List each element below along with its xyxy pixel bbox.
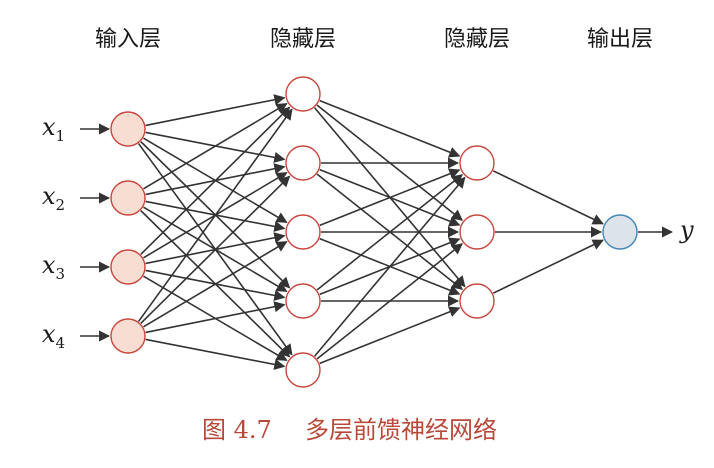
figure-caption: 图 4.7 多层前馈神经网络 (202, 416, 497, 444)
input-neuron-l1-n4 (110, 318, 146, 354)
layer-label-hidden-2: 隐藏层 (444, 27, 510, 52)
input-neuron-l1-n1 (110, 111, 146, 147)
input-label-x3: x3 (42, 251, 65, 283)
layer-label-hidden-1: 隐藏层 (270, 27, 336, 52)
input-label-x4: x4 (42, 320, 65, 352)
connection-l1-n4-to-n5 (145, 338, 286, 370)
input-label-x2: x2 (42, 182, 65, 214)
layer-label-output: 输出层 (587, 27, 653, 52)
hidden-neuron-l2-n2 (285, 145, 321, 181)
connections (80, 94, 674, 370)
hidden-neuron-l2-n3 (285, 214, 321, 250)
connection-l1-n4-to-n1 (137, 108, 293, 322)
caption-number: 图 4.7 (202, 416, 272, 444)
connection-l2-n5-to-n2 (316, 243, 463, 360)
output-label-y: y (679, 216, 694, 244)
hidden-neuron-l3-n3 (459, 283, 495, 319)
hidden-neuron-l2-n4 (285, 283, 321, 319)
connection-l1-n4-to-n4 (145, 301, 286, 334)
neurons (110, 76, 638, 388)
hidden-neuron-l2-n5 (285, 352, 321, 388)
connection-l1-n2-to-n1 (143, 103, 288, 190)
input-neuron-l1-n2 (110, 180, 146, 216)
layer-label-input: 输入层 (95, 27, 161, 52)
connection-l1-n4-to-n3 (143, 241, 288, 328)
hidden-neuron-l3-n1 (459, 145, 495, 181)
hidden-neuron-l3-n2 (459, 214, 495, 250)
connection-l2-n3-to-n1 (319, 168, 461, 227)
connection-l1-n3-to-n1 (140, 106, 291, 255)
connection-l2-n5-to-n3 (319, 306, 461, 365)
caption-text: 多层前馈神经网络 (305, 416, 497, 444)
connection-l3-n1-to-n1 (492, 170, 604, 225)
connection-l2-n5-to-n1 (313, 176, 466, 357)
output-neuron-l4-n1 (602, 214, 638, 250)
input-neuron-l1-n3 (110, 249, 146, 285)
hidden-neuron-l2-n1 (285, 76, 321, 112)
input-label-x1: x1 (42, 113, 65, 145)
connection-l2-n4-to-n1 (316, 174, 463, 291)
connection-l2-n1-to-n1 (319, 99, 461, 158)
connection-l3-n3-to-n1 (492, 239, 604, 294)
connection-l1-n1-to-n1 (145, 94, 286, 127)
input-labels: x1 x2 x3 x4 (42, 113, 65, 352)
connection-l1-n4-to-n2 (140, 175, 291, 324)
